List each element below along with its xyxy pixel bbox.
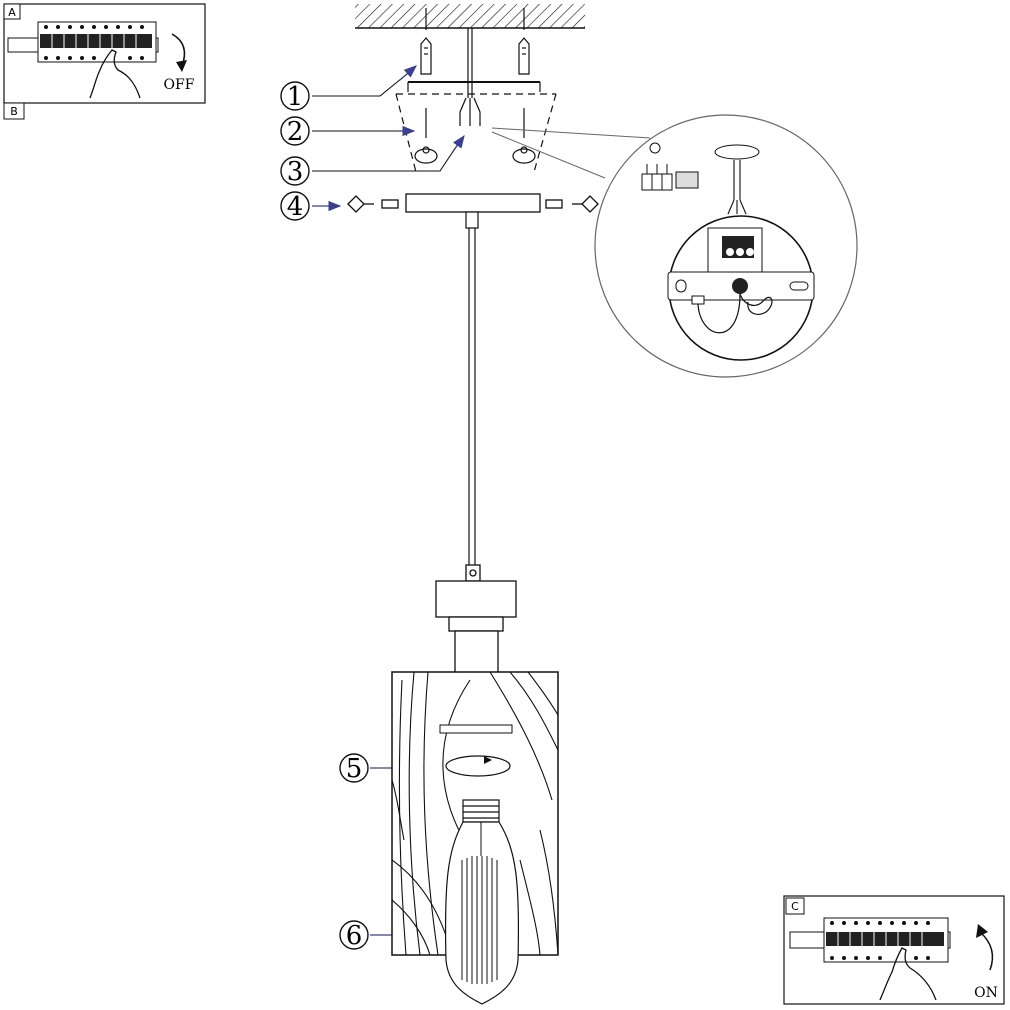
callout-number-6: 6 — [346, 921, 363, 951]
callout-number-3: 3 — [287, 157, 304, 187]
side-screw-left — [347, 195, 399, 213]
callout-lines — [312, 69, 463, 172]
supply-wires — [459, 28, 481, 126]
terminal-parts-icon — [641, 142, 699, 191]
callout-6: 6 — [339, 920, 369, 951]
callout-number-4: 4 — [287, 192, 304, 222]
callout-number-5: 5 — [346, 754, 363, 784]
off-label: OFF — [164, 77, 195, 93]
callout-4: 4 — [280, 191, 310, 222]
switch-on-arrow-icon — [979, 931, 994, 971]
callout-3: 3 — [280, 156, 310, 187]
callout-number-2: 2 — [287, 117, 304, 147]
side-screw-right — [545, 195, 599, 213]
ceiling — [355, 4, 585, 29]
suspension-cord — [465, 211, 479, 565]
callout-2: 2 — [280, 116, 310, 147]
breaker-on-panel: C ON — [783, 895, 1005, 1005]
wiring-detail-inset — [491, 114, 858, 378]
breaker-off-panel: A B O — [3, 3, 206, 120]
wall-anchors — [420, 8, 530, 75]
on-label: ON — [974, 985, 998, 1001]
hand-icon — [89, 49, 141, 99]
panel-a-label: A — [8, 6, 16, 19]
callout-number-1: 1 — [287, 82, 304, 112]
callout-5: 5 — [339, 753, 369, 784]
breaker-row — [37, 21, 157, 63]
callout-1: 1 — [280, 81, 310, 112]
mounting-bracket — [395, 81, 557, 173]
breaker-row-on — [823, 917, 949, 963]
panel-b-label: B — [10, 105, 18, 118]
canopy-plate — [347, 193, 599, 213]
hand-icon-on — [879, 947, 937, 1001]
filament-bulb — [444, 799, 520, 1005]
panel-c-label: C — [791, 900, 799, 913]
